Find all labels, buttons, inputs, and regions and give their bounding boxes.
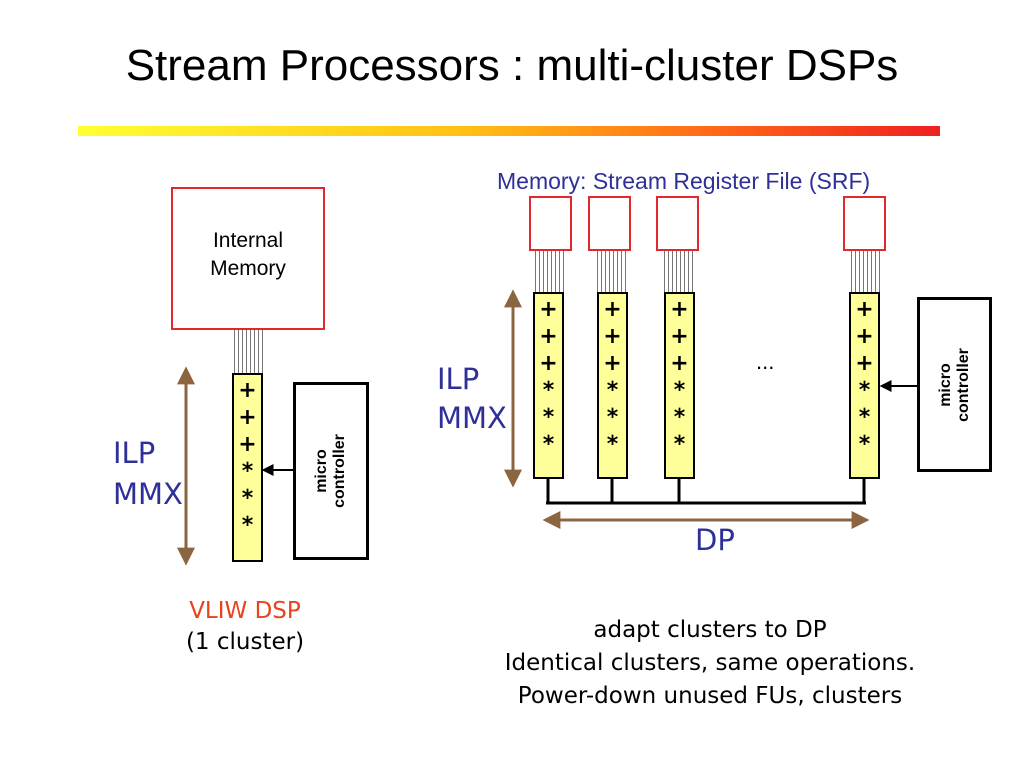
cluster-op: *: [673, 378, 686, 403]
cluster-op: +: [670, 351, 689, 376]
vliw-caption: VLIW DSP (1 cluster): [140, 596, 350, 658]
micro-controller-box-left: micro controller: [293, 382, 369, 560]
cluster-op: *: [606, 405, 619, 430]
note-line: Power-down unused FUs, clusters: [517, 683, 903, 709]
cluster-op: *: [241, 486, 254, 511]
stream-cluster: + + + * * *: [849, 292, 880, 479]
srf-bus-wires: [851, 251, 880, 294]
stream-cluster: + + + * * *: [533, 292, 564, 479]
cluster-op: *: [542, 432, 555, 457]
cluster-op: +: [603, 351, 622, 376]
internal-memory-box: Internal Memory: [171, 187, 325, 330]
stream-cluster: + + + * * *: [664, 292, 695, 479]
srf-bank: [588, 196, 631, 251]
ilp-label-right: ILP: [437, 362, 480, 396]
cluster-op: +: [855, 351, 874, 376]
srf-bank: [529, 196, 572, 251]
srf-bus-wires: [597, 251, 626, 294]
cluster-op: +: [539, 351, 558, 376]
mmx-label-right: MMX: [437, 401, 507, 435]
note-line: adapt clusters to DP: [593, 617, 827, 643]
cluster-op: *: [606, 432, 619, 457]
cluster-op: *: [673, 405, 686, 430]
cluster-op: +: [539, 324, 558, 349]
cluster-interconnect: [546, 479, 866, 505]
cluster-op: *: [858, 405, 871, 430]
page-title: Stream Processors : multi-cluster DSPs: [125, 41, 899, 90]
one-cluster-label: (1 cluster): [185, 629, 305, 655]
ellipsis: ...: [756, 349, 775, 374]
notes: adapt clusters to DP Identical clusters,…: [420, 614, 1000, 713]
cluster-op: *: [542, 405, 555, 430]
cluster-op: *: [858, 432, 871, 457]
vliw-dsp-label: VLIW DSP: [189, 598, 301, 624]
cluster-op: *: [858, 378, 871, 403]
mmx-label-left: MMX: [113, 477, 183, 511]
srf-bank: [843, 196, 886, 251]
srf-bus-wires: [664, 251, 693, 294]
cluster-op: +: [238, 378, 257, 403]
note-line: Identical clusters, same operations.: [504, 650, 916, 676]
title-underline: [78, 126, 940, 136]
cluster-op: *: [241, 459, 254, 484]
cluster-op: +: [603, 324, 622, 349]
cluster-op: *: [241, 513, 254, 538]
cluster-op: +: [855, 324, 874, 349]
internal-memory-label-1: Internal: [212, 229, 284, 252]
ilp-label-left: ILP: [113, 436, 156, 470]
srf-bus-wires: [535, 251, 564, 294]
internal-memory-label-2: Memory: [210, 257, 286, 280]
cluster-op: +: [670, 297, 689, 322]
cluster-op: *: [606, 378, 619, 403]
stream-cluster: + + + * * *: [597, 292, 628, 479]
cluster-op: +: [539, 297, 558, 322]
cluster-op: +: [238, 405, 257, 430]
memory-bus-wires: [234, 330, 263, 374]
cluster-op: +: [603, 297, 622, 322]
cluster-op: +: [670, 324, 689, 349]
cluster-op: +: [238, 432, 257, 457]
cluster-op: +: [855, 297, 874, 322]
cluster-op: *: [673, 432, 686, 457]
srf-bank: [656, 196, 699, 251]
srf-label: Memory: Stream Register File (SRF): [497, 168, 871, 194]
micro-controller-box-right: micro controller: [917, 297, 992, 472]
cluster-op: *: [542, 378, 555, 403]
